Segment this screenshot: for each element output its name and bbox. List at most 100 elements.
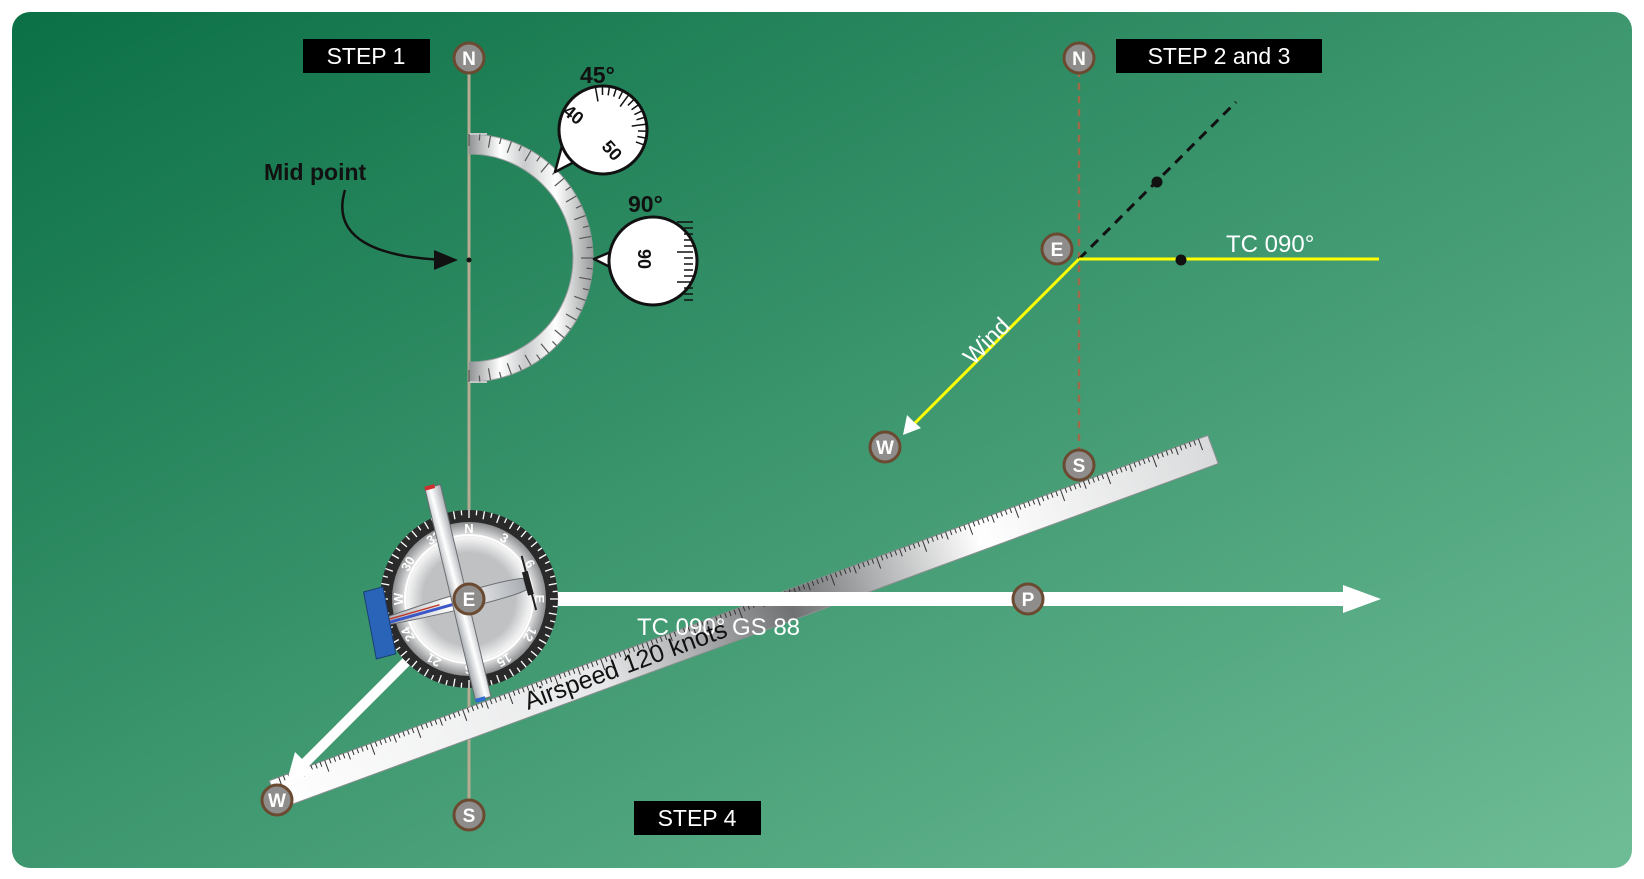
east-marker-step4: E (452, 582, 486, 616)
tick-mark (565, 325, 571, 330)
west-marker-step4-text: W (268, 791, 286, 812)
tick-mark (518, 145, 522, 152)
tick-mark (498, 138, 502, 145)
tick-mark (577, 667, 581, 675)
tick-mark (1055, 491, 1059, 497)
tick-mark (544, 678, 548, 685)
tick-mark (692, 624, 698, 637)
west-marker-step4: W (260, 783, 294, 817)
step23-label: STEP 2 and 3 (1148, 43, 1291, 69)
background-panel (12, 12, 1632, 868)
tick-mark (1060, 489, 1066, 502)
wind-diagram-dashed-dot (1151, 176, 1163, 188)
tick-mark (526, 685, 530, 691)
tick-mark (618, 651, 622, 657)
tick-mark (682, 628, 686, 634)
tick-mark (405, 657, 411, 663)
tick-mark (1124, 465, 1128, 471)
tick-mark (627, 648, 631, 654)
tick-mark (738, 607, 744, 620)
tick-mark (407, 729, 410, 735)
tick-mark (487, 368, 492, 381)
tick-mark (1027, 501, 1031, 507)
compass-label: 12 (520, 624, 540, 644)
tick-mark (1115, 469, 1118, 475)
tick-mark (466, 707, 470, 713)
tick-mark (480, 702, 484, 708)
tick-mark (582, 287, 589, 291)
tick-mark (949, 530, 953, 536)
tick-mark (506, 141, 512, 153)
tick-mark (379, 739, 383, 745)
tick-mark (623, 650, 627, 659)
tick-mark (282, 775, 286, 781)
callout-90: 90° 90 (592, 191, 699, 307)
tick-mark (579, 235, 592, 240)
tick-mark (537, 646, 543, 651)
tick-mark (402, 731, 406, 737)
tick-mark (687, 626, 691, 632)
tick-mark (423, 668, 430, 677)
tick-mark (411, 660, 418, 668)
tick-mark (876, 557, 882, 569)
tick-mark (1087, 479, 1091, 485)
tick-mark (811, 580, 815, 586)
tick-mark (1128, 464, 1133, 472)
tick-mark (575, 307, 582, 311)
callout-45: 45° 40 50 (553, 62, 649, 176)
tick-mark (820, 577, 824, 583)
tick-mark (518, 364, 522, 371)
tick-mark (452, 511, 456, 520)
tick-mark (496, 674, 501, 683)
tick-mark (977, 519, 980, 525)
tick-mark (1147, 457, 1151, 463)
tick-mark (425, 722, 429, 728)
tick-mark (554, 177, 565, 187)
tick-mark (1078, 482, 1082, 488)
tick-mark (627, 99, 635, 106)
south-marker-step23-text: S (1073, 456, 1086, 477)
callout-45-ticks (594, 86, 647, 146)
tick-mark (538, 553, 547, 560)
tick-mark (548, 612, 557, 616)
tick-mark (370, 743, 376, 755)
tick-mark (487, 135, 492, 148)
tick-mark (968, 523, 974, 535)
midpoint-dot (466, 257, 472, 263)
tick-mark (527, 657, 533, 663)
east-marker-step23-text: E (1051, 240, 1064, 261)
tick-mark (631, 123, 646, 127)
tick-mark (395, 547, 401, 552)
tick-mark (590, 662, 594, 668)
tick-mark (544, 626, 553, 631)
tick-mark (1032, 499, 1036, 505)
point-marker-step4-text: P (1022, 590, 1035, 611)
wind-vector-arrowhead (903, 415, 921, 435)
tick-mark (520, 660, 527, 668)
compass-label: 21 (424, 650, 444, 670)
tick-mark (659, 636, 663, 642)
tick-mark (443, 716, 447, 722)
tick-mark (498, 371, 502, 378)
tick-mark (830, 574, 836, 586)
tick-mark (981, 518, 985, 524)
tick-mark (710, 618, 714, 624)
tick-mark (400, 541, 408, 548)
step23-label-box (1116, 39, 1322, 73)
tick-mark (384, 738, 387, 744)
tick-mark (862, 562, 865, 568)
tick-mark (797, 585, 801, 591)
tick-mark (361, 746, 364, 752)
tick-mark (1142, 459, 1146, 465)
step1-label: STEP 1 (327, 43, 406, 69)
tick-mark (650, 640, 654, 646)
tick-mark (922, 540, 928, 552)
tick-mark (1000, 511, 1003, 517)
tick-mark (478, 375, 481, 382)
tick-mark (536, 156, 541, 162)
tick-mark (678, 629, 681, 635)
tick-mark (1165, 450, 1169, 456)
tick-mark (445, 679, 448, 686)
callout-90-value: 90 (634, 249, 654, 269)
tick-mark (575, 205, 582, 209)
